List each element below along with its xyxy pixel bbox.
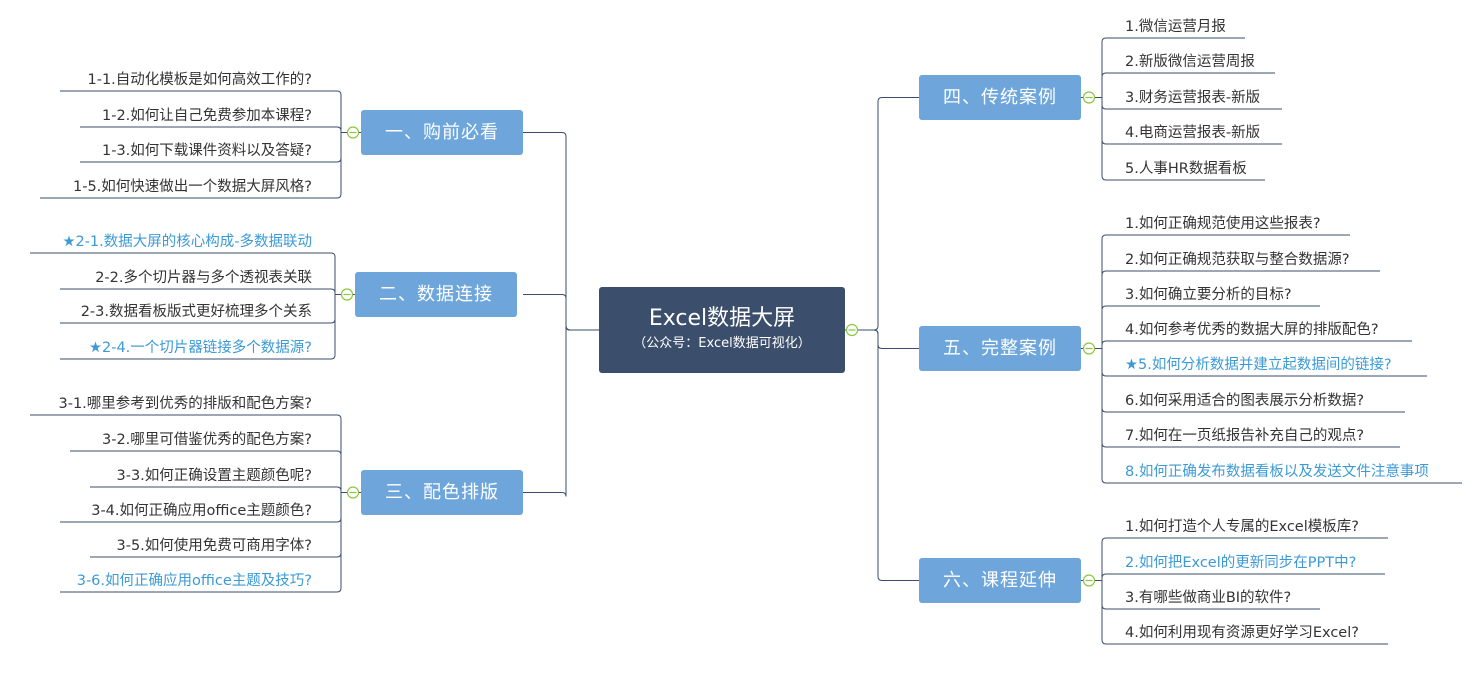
leaf-link-2-1 <box>30 252 336 295</box>
leaf-link-4-1 <box>1101 37 1245 98</box>
leaf-link-5-2 <box>1101 270 1380 349</box>
leaf-link-2-4 <box>60 294 336 360</box>
leaf-item[interactable]: 1.如何正确规范使用这些报表? <box>1125 216 1321 232</box>
leaf-link-5-8 <box>1101 348 1462 484</box>
leaf-item[interactable]: 2.如何把Excel的更新同步在PPT中? <box>1125 555 1357 571</box>
leaf-item[interactable]: 4.电商运营报表-新版 <box>1125 125 1261 141</box>
branch-node-1[interactable]: 一、购前必看 <box>361 110 523 155</box>
leaf-link-5-4 <box>1101 340 1412 349</box>
leaf-item[interactable]: 2-3.数据看板版式更好梳理多个关系 <box>80 304 312 320</box>
leaf-link-1-4 <box>40 132 342 199</box>
leaf-item[interactable]: 3.财务运营报表-新版 <box>1125 90 1261 106</box>
leaf-link-3-3 <box>90 486 342 493</box>
root-subtitle: （公众号：Excel数据可视化） <box>633 336 811 351</box>
root-link-3 <box>523 325 599 497</box>
leaf-item[interactable]: 3.如何确立要分析的目标? <box>1125 287 1292 303</box>
leaf-link-6-2 <box>1101 573 1385 581</box>
leaf-link-5-1 <box>1101 234 1350 349</box>
leaf-item[interactable]: ★5.如何分析数据并建立起数据间的链接? <box>1125 357 1392 373</box>
leaf-item[interactable]: 6.如何采用适合的图表展示分析数据? <box>1125 393 1365 409</box>
leaf-item[interactable]: 3.有哪些做商业BI的软件? <box>1125 590 1292 606</box>
branch-node-2[interactable]: 二、数据连接 <box>355 272 517 317</box>
leaf-item[interactable]: 1.如何打造个人专属的Excel模板库? <box>1125 519 1359 535</box>
leaf-link-4-2 <box>1101 72 1275 98</box>
leaf-item[interactable]: ★2-4.一个切片器链接多个数据源? <box>89 340 312 356</box>
leaf-link-3-1 <box>30 414 342 493</box>
leaf-item[interactable]: 3-1.哪里参考到优秀的排版和配色方案? <box>58 396 313 412</box>
leaf-item[interactable]: ★2-1.数据大屏的核心构成-多数据联动 <box>62 234 312 250</box>
root-title: Excel数据大屏 <box>648 306 796 331</box>
leaf-item[interactable]: 2.新版微信运营周报 <box>1125 54 1255 70</box>
branch-node-3[interactable]: 三、配色排版 <box>361 470 523 515</box>
leaf-item[interactable]: 1-1.自动化模板是如何高效工作的? <box>87 72 313 88</box>
branch-node-6[interactable]: 六、课程延伸 <box>919 558 1081 603</box>
leaf-link-1-1 <box>60 90 342 133</box>
leaf-item[interactable]: 4.如何利用现有资源更好学习Excel? <box>1125 625 1359 641</box>
leaf-link-3-6 <box>60 492 342 593</box>
leaf-item[interactable]: 4.如何参考优秀的数据大屏的排版配色? <box>1125 322 1379 338</box>
leaf-link-5-3 <box>1101 305 1320 349</box>
leaf-link-4-5 <box>1101 97 1265 181</box>
leaf-item[interactable]: 1-3.如何下载课件资料以及答疑? <box>102 143 312 159</box>
root-link-6 <box>845 329 919 581</box>
root-link-4 <box>845 97 919 331</box>
leaf-link-3-2 <box>70 450 342 493</box>
leaf-link-6-1 <box>1101 537 1388 581</box>
leaf-item[interactable]: 5.人事HR数据看板 <box>1125 161 1247 177</box>
leaf-item[interactable]: 2.如何正确规范获取与整合数据源? <box>1125 252 1350 268</box>
root-link-1 <box>523 132 599 331</box>
leaf-link-1-2 <box>80 126 342 133</box>
leaf-item[interactable]: 1-2.如何让自己免费参加本课程? <box>102 108 312 124</box>
leaf-item[interactable]: 3-3.如何正确设置主题颜色呢? <box>116 468 313 484</box>
leaf-item[interactable]: 8.如何正确发布数据看板以及发送文件注意事项 <box>1125 464 1429 480</box>
leaf-link-2-2 <box>60 288 336 295</box>
leaf-item[interactable]: 2-2.多个切片器与多个透视表关联 <box>95 270 312 286</box>
root-node[interactable]: Excel数据大屏 （公众号：Excel数据可视化） <box>599 287 845 373</box>
branch-node-5[interactable]: 五、完整案例 <box>919 326 1081 371</box>
leaf-item[interactable]: 3-6.如何正确应用office主题及技巧? <box>76 573 312 589</box>
leaf-item[interactable]: 1.微信运营月报 <box>1125 19 1226 35</box>
leaf-item[interactable]: 7.如何在一页纸报告补充自己的观点? <box>1125 428 1365 444</box>
branch-node-4[interactable]: 四、传统案例 <box>919 75 1081 120</box>
root-link-2 <box>523 294 599 331</box>
leaf-item[interactable]: 1-5.如何快速做出一个数据大屏风格? <box>73 179 312 195</box>
leaf-item[interactable]: 3-2.哪里可借鉴优秀的配色方案? <box>102 432 312 448</box>
leaf-link-6-4 <box>1101 580 1388 645</box>
leaf-item[interactable]: 3-5.如何使用免费可商用字体? <box>116 538 313 554</box>
leaf-item[interactable]: 3-4.如何正确应用office主题颜色? <box>91 503 312 519</box>
